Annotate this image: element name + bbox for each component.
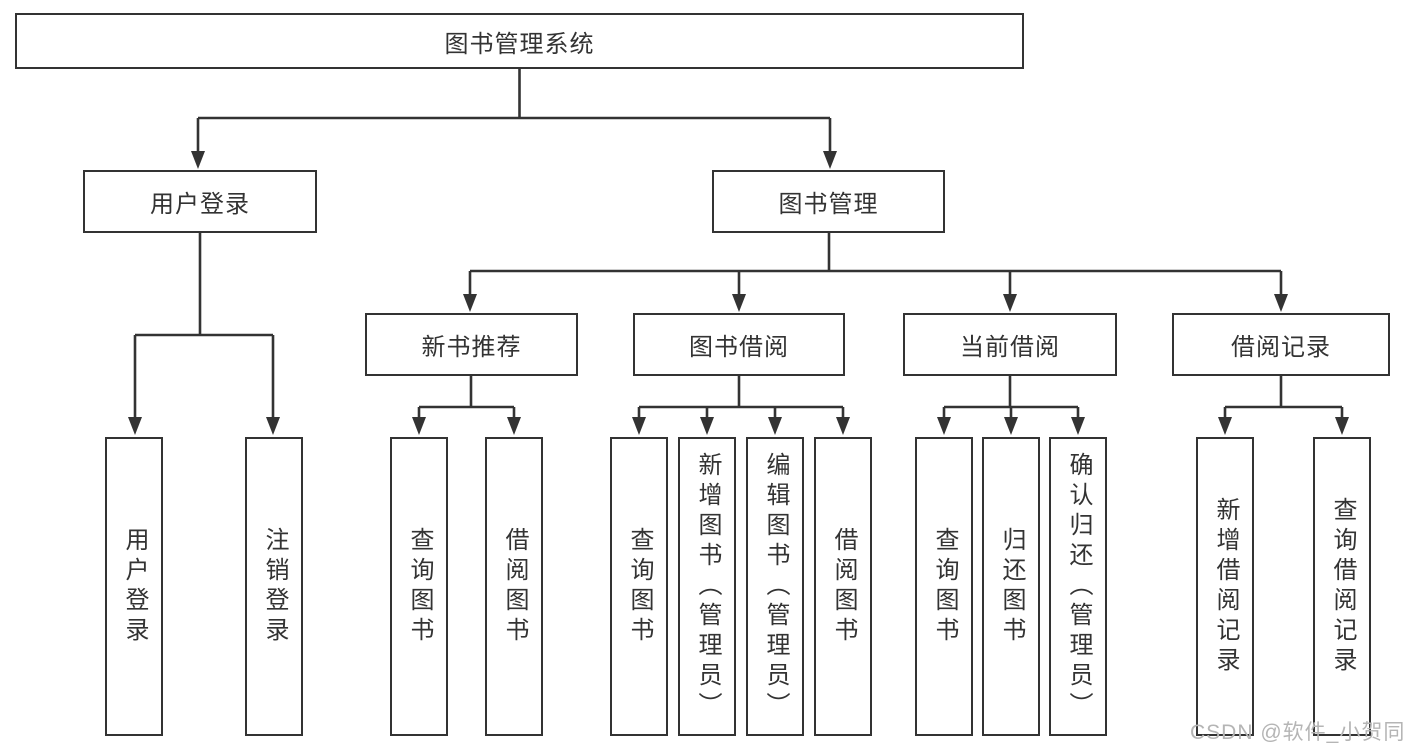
node-label: 借阅图书 (501, 526, 528, 647)
watermark: CSDN @软件_小贺同学 (1190, 721, 1405, 744)
connector-current-borrow-to-leaves (937, 376, 1085, 435)
node-library-management-system: 图书管理系统 (15, 13, 1024, 69)
node-label: 归还图书 (998, 526, 1025, 647)
node-label: 注销登录 (261, 526, 288, 647)
leaf-query-books-recommend: 查询图书 (390, 437, 448, 736)
connector-book-mgmt-to-level3 (463, 233, 1288, 312)
node-label: 图书借阅 (689, 334, 789, 361)
node-label: 借阅记录 (1231, 334, 1331, 361)
node-label: 借阅图书 (830, 526, 857, 647)
leaf-logout: 注销登录 (245, 437, 303, 736)
node-label: 新增图书（管理员） (694, 451, 721, 722)
leaf-user-login: 用户登录 (105, 437, 163, 736)
node-label: 查询借阅记录 (1329, 496, 1356, 677)
leaf-confirm-return-admin: 确认归还（管理员） (1049, 437, 1107, 736)
node-label: 查询图书 (406, 526, 433, 647)
connector-new-book-to-leaves (412, 376, 521, 435)
node-label: 新增借阅记录 (1212, 496, 1239, 677)
leaf-query-books-current: 查询图书 (915, 437, 973, 736)
leaf-add-books-admin: 新增图书（管理员） (678, 437, 736, 736)
connector-user-login-to-leaves (128, 233, 280, 435)
node-label: 查询图书 (626, 526, 653, 647)
node-label: 用户登录 (150, 191, 250, 218)
connector-root-to-level2 (191, 69, 837, 169)
node-user-login: 用户登录 (83, 170, 317, 233)
connector-book-borrow-to-leaves (632, 376, 850, 435)
node-label: 当前借阅 (960, 334, 1060, 361)
leaf-borrow-books-recommend: 借阅图书 (485, 437, 543, 736)
leaf-add-borrow-record: 新增借阅记录 (1196, 437, 1254, 736)
leaf-query-borrow-record: 查询借阅记录 (1313, 437, 1371, 736)
node-label: 查询图书 (931, 526, 958, 647)
leaf-borrow-books: 借阅图书 (814, 437, 872, 736)
node-new-book-recommend: 新书推荐 (365, 313, 578, 376)
leaf-edit-books-admin: 编辑图书（管理员） (746, 437, 804, 736)
node-label: 用户登录 (121, 526, 148, 647)
node-book-borrowing: 图书借阅 (633, 313, 845, 376)
node-borrowing-records: 借阅记录 (1172, 313, 1390, 376)
node-label: 编辑图书（管理员） (762, 451, 789, 722)
node-book-management: 图书管理 (712, 170, 945, 233)
node-current-borrowing: 当前借阅 (903, 313, 1117, 376)
leaf-return-books: 归还图书 (982, 437, 1040, 736)
leaf-query-books-borrowing: 查询图书 (610, 437, 668, 736)
node-label: 图书管理系统 (444, 30, 595, 58)
node-label: 图书管理 (778, 191, 879, 218)
node-label: 新书推荐 (421, 334, 522, 361)
connector-borrow-records-to-leaves (1218, 376, 1349, 435)
node-label: 确认归还（管理员） (1065, 451, 1092, 722)
